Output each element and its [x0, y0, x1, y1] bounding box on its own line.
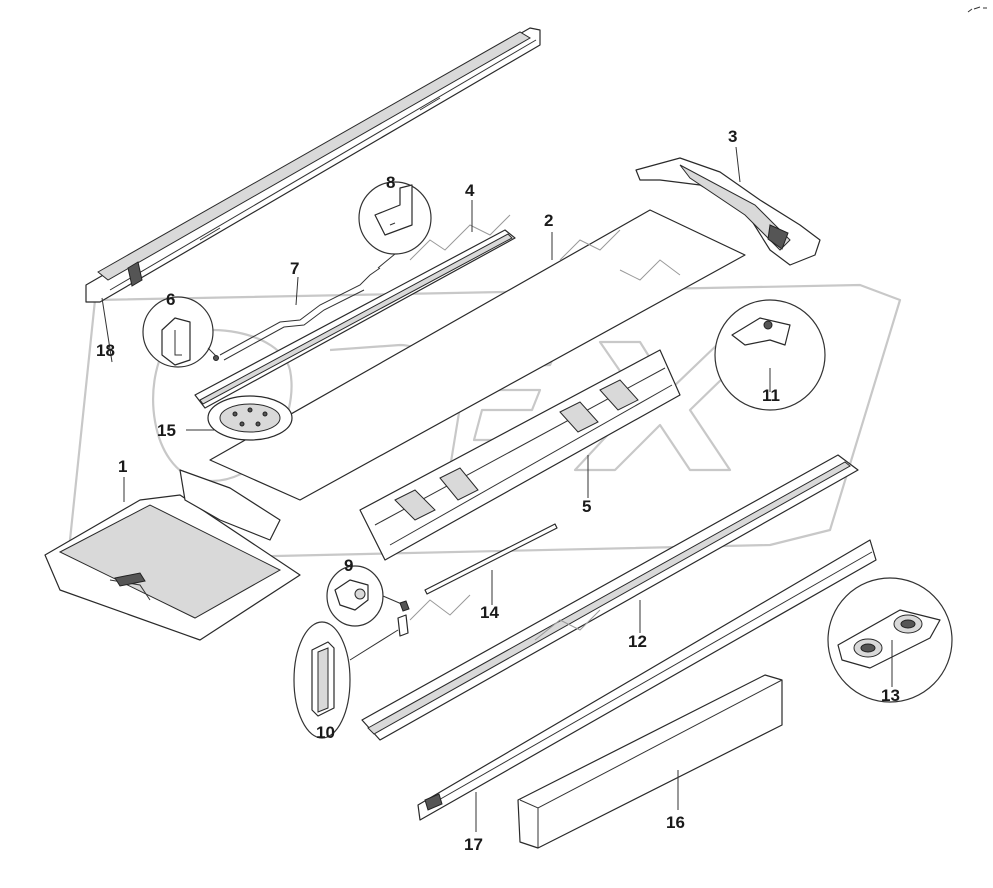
detail-bubble-9 — [326, 565, 410, 637]
part-18-top-rail — [85, 27, 541, 303]
detail-bubble-10 — [293, 621, 399, 739]
callout-2: 2 — [544, 211, 553, 230]
part-2-floor-panel — [209, 209, 746, 501]
callout-3: 3 — [728, 127, 737, 146]
callout-17: 17 — [464, 835, 483, 854]
part-5-lower-panel — [359, 349, 681, 561]
part-4-trim — [194, 229, 516, 409]
callout-labels: 1 2 3 4 5 6 7 8 9 10 11 12 13 14 15 16 1… — [96, 127, 900, 854]
detail-bubble-13 — [827, 577, 953, 703]
callout-8: 8 — [386, 173, 395, 192]
callout-10: 10 — [316, 723, 335, 742]
callout-9: 9 — [344, 556, 353, 575]
corner-mark — [967, 6, 987, 13]
callout-7: 7 — [290, 259, 299, 278]
part-17-sill — [417, 539, 877, 821]
break-lines — [409, 214, 681, 641]
callout-1: 1 — [118, 457, 127, 476]
detail-bubble-6 — [142, 296, 217, 368]
callout-6: 6 — [166, 290, 175, 309]
callout-4: 4 — [465, 181, 475, 200]
callout-16: 16 — [666, 813, 685, 832]
callout-14: 14 — [480, 603, 499, 622]
callout-13: 13 — [881, 686, 900, 705]
detail-bubble-8 — [358, 181, 432, 269]
callout-11: 11 — [762, 386, 780, 405]
part-16-box-channel — [517, 674, 783, 849]
callout-5: 5 — [582, 497, 591, 516]
part-15-grommet — [207, 395, 293, 441]
detail-bubble-11 — [714, 299, 826, 411]
part-1-front-panel — [44, 469, 301, 641]
part-3-bracket — [635, 157, 821, 266]
part-7-strip — [213, 267, 381, 361]
callout-18: 18 — [96, 341, 115, 360]
leader-lines — [101, 146, 893, 832]
part-12-channel — [361, 454, 859, 741]
part-14-rod — [424, 523, 558, 595]
callout-12: 12 — [628, 632, 647, 651]
callout-15: 15 — [157, 421, 176, 440]
